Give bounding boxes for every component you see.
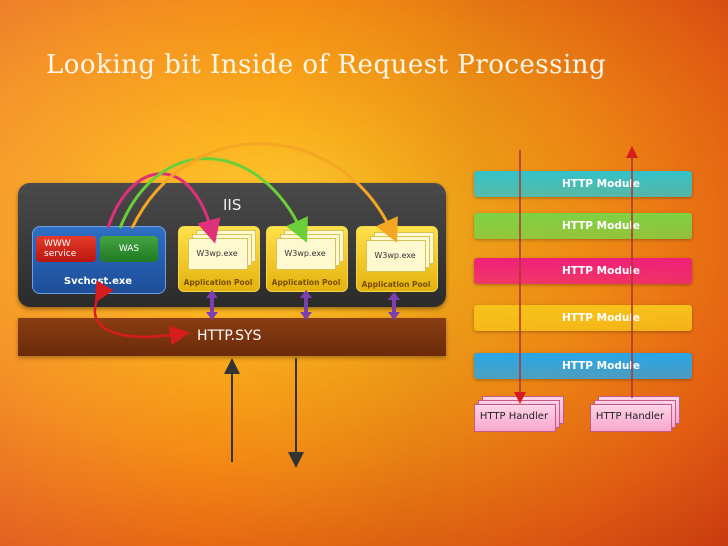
http-module-4	[474, 305, 692, 331]
http-module-2	[474, 213, 692, 239]
w3wp-label-1: W3wp.exe	[196, 249, 238, 258]
app-pool-label-3: Application Pool	[361, 280, 431, 289]
w3wp-sheet-front	[366, 240, 426, 272]
iis-label: IIS	[223, 196, 242, 214]
arrow-purple-3-head-bottom	[388, 312, 400, 320]
w3wp-label-2: W3wp.exe	[284, 249, 326, 258]
http-module-label-2: HTTP Module	[561, 220, 641, 232]
app-pool-label-1: Application Pool	[183, 278, 253, 287]
arrow-green-curve	[118, 157, 308, 243]
slide-title: Looking bit Inside of Request Processing	[46, 50, 607, 80]
arrow-purple-3-head-top	[388, 292, 400, 300]
handler-label-2: HTTP Handler	[595, 411, 665, 422]
http-module-1	[474, 171, 692, 197]
arrow-purple-2-head-bottom	[300, 312, 312, 320]
http-module-3	[474, 258, 692, 284]
was-box: WAS	[100, 236, 158, 262]
http-sys-label: HTTP.SYS	[197, 328, 262, 344]
app-pool-label-2: Application Pool	[271, 278, 341, 287]
arrow-purple-1-head-bottom	[206, 312, 218, 320]
http-module-label-5: HTTP Module	[561, 360, 641, 372]
handler-2	[590, 404, 672, 432]
w3wp-label-3: W3wp.exe	[374, 251, 416, 260]
http-sys-bar	[18, 318, 446, 356]
http-module-label-1: HTTP Module	[561, 178, 641, 190]
arrow-purple-1-head-top	[206, 290, 218, 298]
arrow-purple-2-head-top	[300, 290, 312, 298]
http-module-label-3: HTTP Module	[561, 265, 641, 277]
http-module-label-4: HTTP Module	[561, 312, 641, 324]
http-module-5	[474, 353, 692, 379]
handler-label-1: HTTP Handler	[479, 411, 549, 422]
www-service-box: WWW service	[36, 236, 96, 262]
arrow-orange-curve	[130, 142, 398, 243]
handler-1	[474, 404, 556, 432]
arrow-red-curve	[93, 280, 190, 346]
